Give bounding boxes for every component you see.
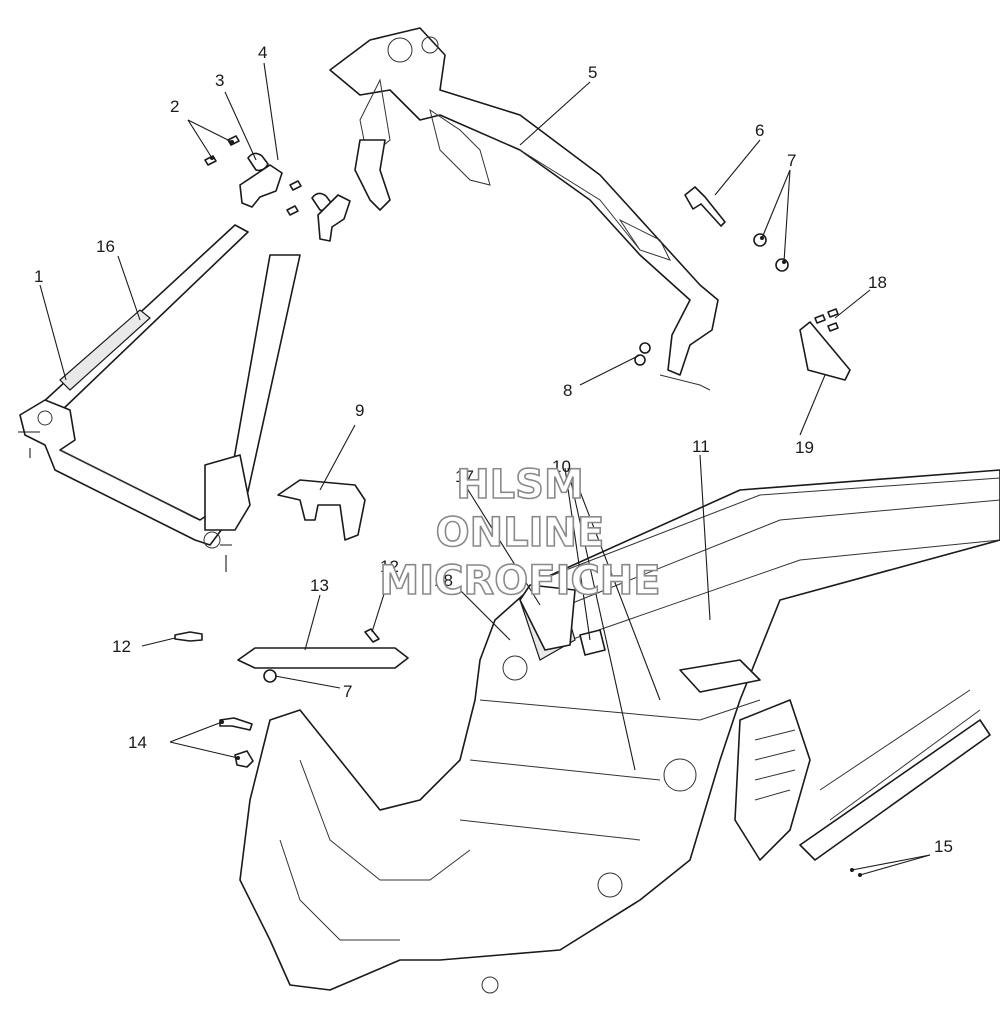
- callout-16: 16: [96, 237, 115, 256]
- callout-17: 17: [455, 467, 474, 486]
- parts-18-19-plate: [799, 308, 851, 381]
- callout-5: 5: [588, 63, 597, 82]
- callout-3: 3: [215, 71, 224, 90]
- leader-arrowheads: [210, 140, 862, 877]
- callout-labels: 1 2 3 4 5 6 7 7 8 9 10 11 12 12 13 14 15…: [34, 43, 953, 856]
- watermark: HLSM ONLINE MICROFICHE: [379, 461, 662, 605]
- callout-19: 19: [795, 438, 814, 457]
- parts-2-3-4-hardware: [204, 135, 351, 242]
- callout-7b: 7: [343, 682, 352, 701]
- callout-18b: 18: [868, 273, 887, 292]
- callout-14: 14: [128, 733, 147, 752]
- watermark-line-1: HLSM: [456, 462, 584, 508]
- callout-7a: 7: [787, 151, 796, 170]
- callout-10: 10: [552, 457, 571, 476]
- watermark-line-3: MICROFICHE: [379, 558, 660, 604]
- callout-1: 1: [34, 267, 43, 286]
- callout-6: 6: [755, 121, 764, 140]
- callout-18a: 18: [434, 571, 453, 590]
- callout-4: 4: [258, 43, 267, 62]
- callout-11: 11: [692, 437, 710, 456]
- parts-1-16-tubes: [18, 224, 301, 572]
- callout-12b: 12: [380, 557, 399, 576]
- part-14-bolts: [219, 717, 254, 768]
- callout-2: 2: [170, 97, 179, 116]
- callout-12a: 12: [112, 637, 131, 656]
- part-8-nut: [634, 342, 651, 366]
- watermark-line-2: ONLINE: [436, 510, 605, 556]
- part-9-bracket: [277, 479, 366, 541]
- part-6-bolt: [684, 186, 726, 227]
- part-13-rod: [174, 628, 409, 669]
- callout-15: 15: [934, 837, 953, 856]
- leader-lines: [39, 62, 931, 876]
- callout-13: 13: [310, 576, 329, 595]
- part-11-chassis: [239, 469, 1000, 994]
- callout-9: 9: [355, 401, 364, 420]
- callout-8: 8: [563, 381, 572, 400]
- part-5-upper-frame: [329, 27, 719, 391]
